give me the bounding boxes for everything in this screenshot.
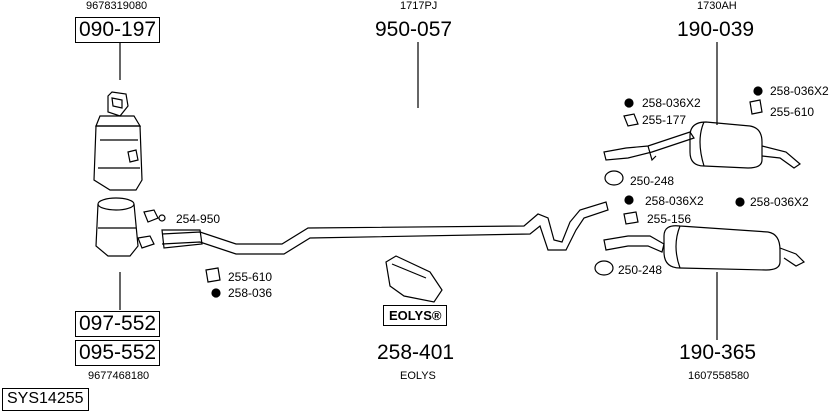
eolys-badge: EOLYS® [383, 305, 448, 326]
particulate-filter-drawing [95, 197, 155, 257]
fitting-label[interactable]: 250-248 [618, 263, 663, 277]
fittings-icons [143, 86, 763, 298]
part-number-label[interactable]: 190-039 [677, 18, 755, 41]
fitting-label[interactable]: 258-036X2 [645, 194, 704, 208]
system-code-box: SYS14255 [2, 388, 89, 411]
fitting-label[interactable]: 255-156 [647, 212, 692, 226]
fitting-label[interactable]: 258-036 [228, 286, 273, 300]
oe-ref-label: 1717PJ [400, 0, 438, 12]
center-pipe-drawing [161, 201, 609, 255]
rear-silencer-lower-drawing [603, 225, 806, 271]
part-number-label[interactable]: 950-057 [375, 18, 453, 41]
part-number-label[interactable]: 258-401 [377, 341, 455, 364]
rear-silencer-upper-drawing [603, 121, 801, 169]
fitting-label[interactable]: 258-036X2 [750, 195, 809, 209]
oe-ref-label: 9677468180 [88, 370, 150, 382]
leader-lines [119, 42, 718, 340]
fitting-label[interactable]: 255-177 [642, 113, 687, 127]
part-number-label[interactable]: 190-365 [679, 341, 757, 364]
oe-ref-label: EOLYS [400, 370, 436, 382]
fitting-label[interactable]: 255-610 [770, 105, 815, 119]
part-number-box[interactable]: 090-197 [75, 17, 161, 43]
part-number-box[interactable]: 097-552 [75, 311, 161, 337]
oe-ref-label: 1607558580 [688, 370, 750, 382]
fitting-label[interactable]: 258-036X2 [770, 84, 829, 98]
fitting-label[interactable]: 255-610 [228, 270, 273, 284]
catalytic-converter-drawing [93, 91, 143, 191]
part-number-box[interactable]: 095-552 [75, 340, 161, 366]
fitting-label[interactable]: 258-036X2 [642, 96, 701, 110]
oe-ref-label: 1730AH [697, 0, 737, 12]
fitting-label[interactable]: 250-248 [630, 174, 675, 188]
oe-ref-label: 9678319080 [86, 0, 148, 12]
fitting-label[interactable]: 254-950 [176, 212, 221, 226]
eolys-tank-drawing [385, 255, 443, 303]
